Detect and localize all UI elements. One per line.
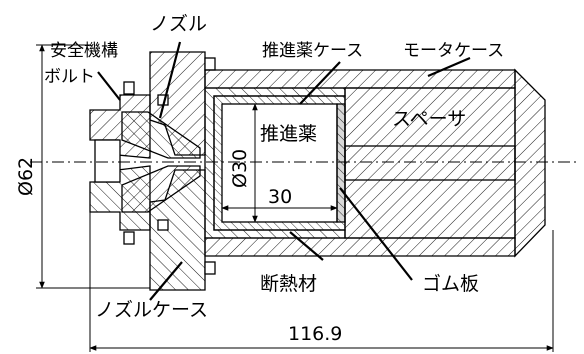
nozzle-body <box>89 51 216 291</box>
label-bolt: ボルト <box>44 67 95 87</box>
label-rubber-plate: ゴム板 <box>422 273 479 295</box>
label-nozzle-case: ノズルケース <box>95 299 208 321</box>
label-nozzle: ノズル <box>150 13 207 35</box>
label-safety-mechanism: 安全機構 <box>50 41 118 61</box>
motor-case <box>204 68 546 258</box>
propellant-case <box>204 87 346 239</box>
spacer <box>344 87 516 239</box>
label-insulation: 断熱材 <box>260 273 317 295</box>
label-propellant-case: 推進薬ケース <box>262 41 363 61</box>
dimension-propellant-diameter: Ø30 <box>229 149 251 188</box>
text-labels: ノズル 安全機構 ボルト 推進薬ケース モータケース 推進薬 スペーサ 断熱材 … <box>15 13 504 345</box>
dimension-total-length: 116.9 <box>288 323 342 345</box>
dimension-propellant-length: 30 <box>268 186 292 208</box>
leader-lines <box>97 41 471 301</box>
label-motor-case: モータケース <box>403 41 504 61</box>
label-spacer: スペーサ <box>392 108 466 130</box>
dimension-outer-diameter: Ø62 <box>15 157 37 196</box>
dimension-lines <box>36 44 554 352</box>
label-propellant: 推進薬 <box>260 123 317 145</box>
